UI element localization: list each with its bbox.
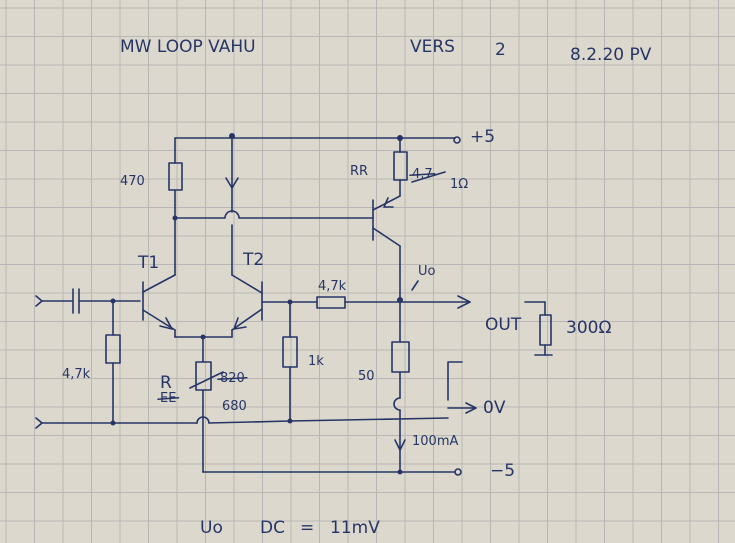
resistor-rr-value: 1Ω <box>450 177 468 192</box>
tail-resistor-struck-label-strike <box>157 396 180 401</box>
emitter-tail <box>174 329 233 473</box>
header-version-label: VERS <box>410 37 455 57</box>
ground-bracket <box>447 361 477 414</box>
resistor-rr-label: RR <box>350 164 368 179</box>
negative-supply-label: −5 <box>490 461 515 481</box>
footer-dc: DC <box>260 518 285 538</box>
resistor-1k <box>282 301 298 422</box>
negative-rail <box>202 468 462 476</box>
resistor-input-label: 4,7k <box>62 367 91 382</box>
out-label: OUT <box>485 315 522 335</box>
footer-equals: = <box>300 518 314 538</box>
resistor-470-label: 470 <box>120 174 145 189</box>
header-date-initials: 8.2.20 PV <box>570 45 652 65</box>
header-title: MW LOOP VAHU <box>120 37 256 57</box>
current-source-label: 100mA <box>412 434 458 449</box>
transistor-t2-label: T2 <box>242 250 264 270</box>
collector-to-base-wire <box>174 210 374 219</box>
transistor-t2 <box>231 224 263 331</box>
current-source-100ma <box>393 397 406 475</box>
resistor-1k-label: 1k <box>308 354 324 369</box>
transistor-t1-label: T1 <box>137 253 159 273</box>
uo-label: Uo <box>418 264 436 279</box>
resistor-input <box>105 300 121 424</box>
out-load-label: 300Ω <box>566 318 611 338</box>
output-line <box>344 295 471 309</box>
resistor-rr <box>393 137 446 197</box>
ground-label: 0V <box>483 398 506 418</box>
tail-resistor-label: R <box>160 373 172 393</box>
tail-resistor-value: 680 <box>222 399 247 414</box>
resistor-50-label: 50 <box>358 369 375 384</box>
resistor-rr-struck-value-strike <box>409 172 436 177</box>
coupling-capacitor <box>72 288 141 314</box>
header-version-number: 2 <box>495 40 506 60</box>
current-source-arrow <box>225 137 239 213</box>
footer-value: 11mV <box>330 518 380 538</box>
footer-uo: Uo <box>200 518 223 538</box>
resistor-50 <box>391 299 410 399</box>
tail-resistor-struck-value-strike <box>217 376 248 381</box>
positive-supply-label: +5 <box>470 127 495 147</box>
ground-line <box>35 416 449 429</box>
output-load <box>524 301 553 356</box>
resistor-feedback-label: 4,7k <box>318 279 347 294</box>
output-transistor <box>372 195 401 301</box>
uo-pointer <box>411 280 419 291</box>
resistor-470 <box>168 137 183 221</box>
input-terminal <box>35 295 73 307</box>
transistor-t1 <box>142 217 176 331</box>
